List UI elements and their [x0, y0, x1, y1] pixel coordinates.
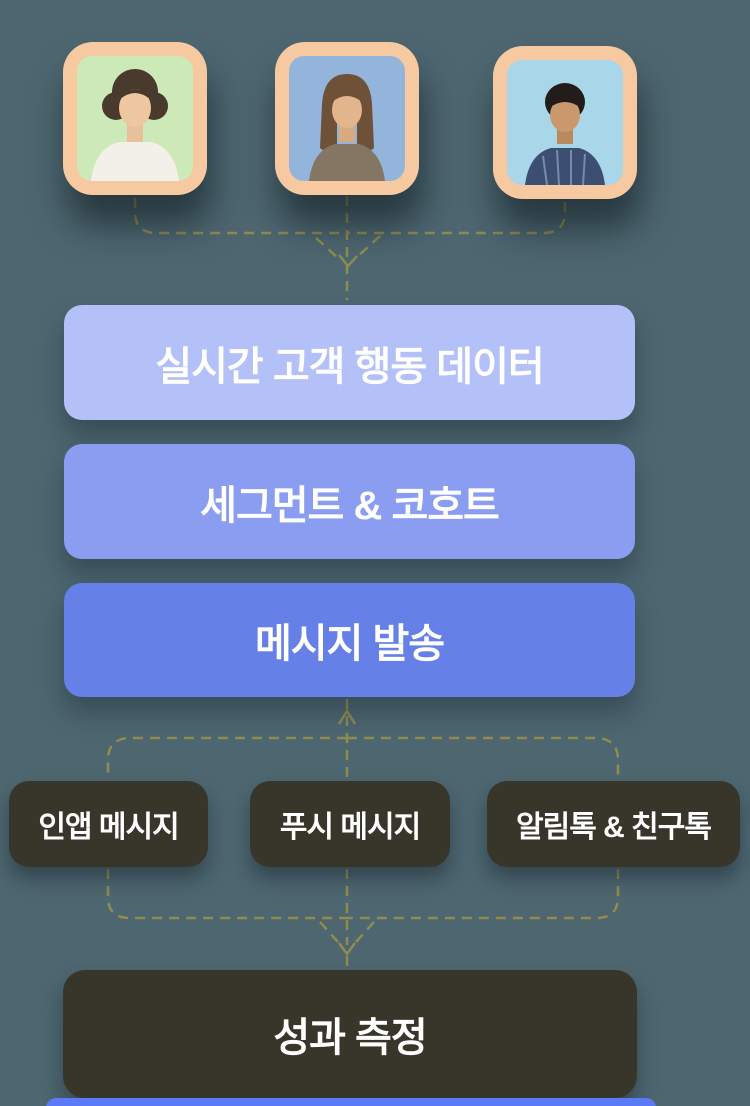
- connector-top-left: [133, 198, 347, 235]
- channel-box-alimtalk: 알림톡 & 친구톡: [487, 781, 740, 867]
- customer-photo-1: [77, 56, 193, 181]
- customer-avatar-card-3: [493, 46, 637, 199]
- channel-label-inapp: 인앱 메시지: [38, 811, 179, 844]
- channel-box-push: 푸시 메시지: [250, 781, 450, 867]
- customer-photo-3: [507, 60, 623, 185]
- stage-box-message-send: 메시지 발송: [64, 583, 635, 697]
- person-striped-shirt-illustration: [525, 83, 605, 185]
- channel-box-inapp: 인앱 메시지: [9, 781, 208, 867]
- connector-branch-left: [106, 736, 347, 779]
- person-curly-hair-illustration: [91, 69, 179, 181]
- stage-label-realtime-data: 실시간 고객 행동 데이터: [155, 344, 544, 389]
- customer-avatar-card-2: [275, 42, 419, 195]
- result-box-performance: 성과 측정: [63, 970, 637, 1098]
- arrow-down-to-stage1: [338, 254, 358, 268]
- stage-label-segment-cohort: 세그먼트 & 코호트: [200, 483, 500, 528]
- result-label-performance: 성과 측정: [273, 1016, 427, 1060]
- connector-branch-right: [347, 736, 620, 779]
- connector-bottom-diagonal-left: [319, 921, 339, 943]
- stage-label-message-send: 메시지 발송: [254, 622, 445, 666]
- connector-merge-left: [106, 869, 347, 920]
- channel-label-push: 푸시 메시지: [279, 811, 421, 844]
- customer-photo-2: [289, 56, 405, 181]
- connector-bottom-diagonal-right: [355, 921, 375, 943]
- connector-top-diagonal-right: [356, 235, 381, 258]
- arrow-up-to-send: [337, 708, 357, 725]
- channel-label-alimtalk: 알림톡 & 친구톡: [516, 811, 712, 844]
- customer-avatar-card-1: [63, 42, 207, 195]
- arrow-down-to-result: [337, 942, 357, 957]
- stage-box-segment-cohort: 세그먼트 & 코호트: [64, 444, 635, 559]
- connector-top-right: [347, 202, 567, 235]
- next-section-peek: [46, 1098, 656, 1106]
- stage-box-realtime-data: 실시간 고객 행동 데이터: [64, 305, 635, 420]
- connector-top-diagonal-left: [315, 237, 339, 259]
- person-long-hair-illustration: [309, 74, 385, 181]
- connector-merge-right: [347, 869, 620, 920]
